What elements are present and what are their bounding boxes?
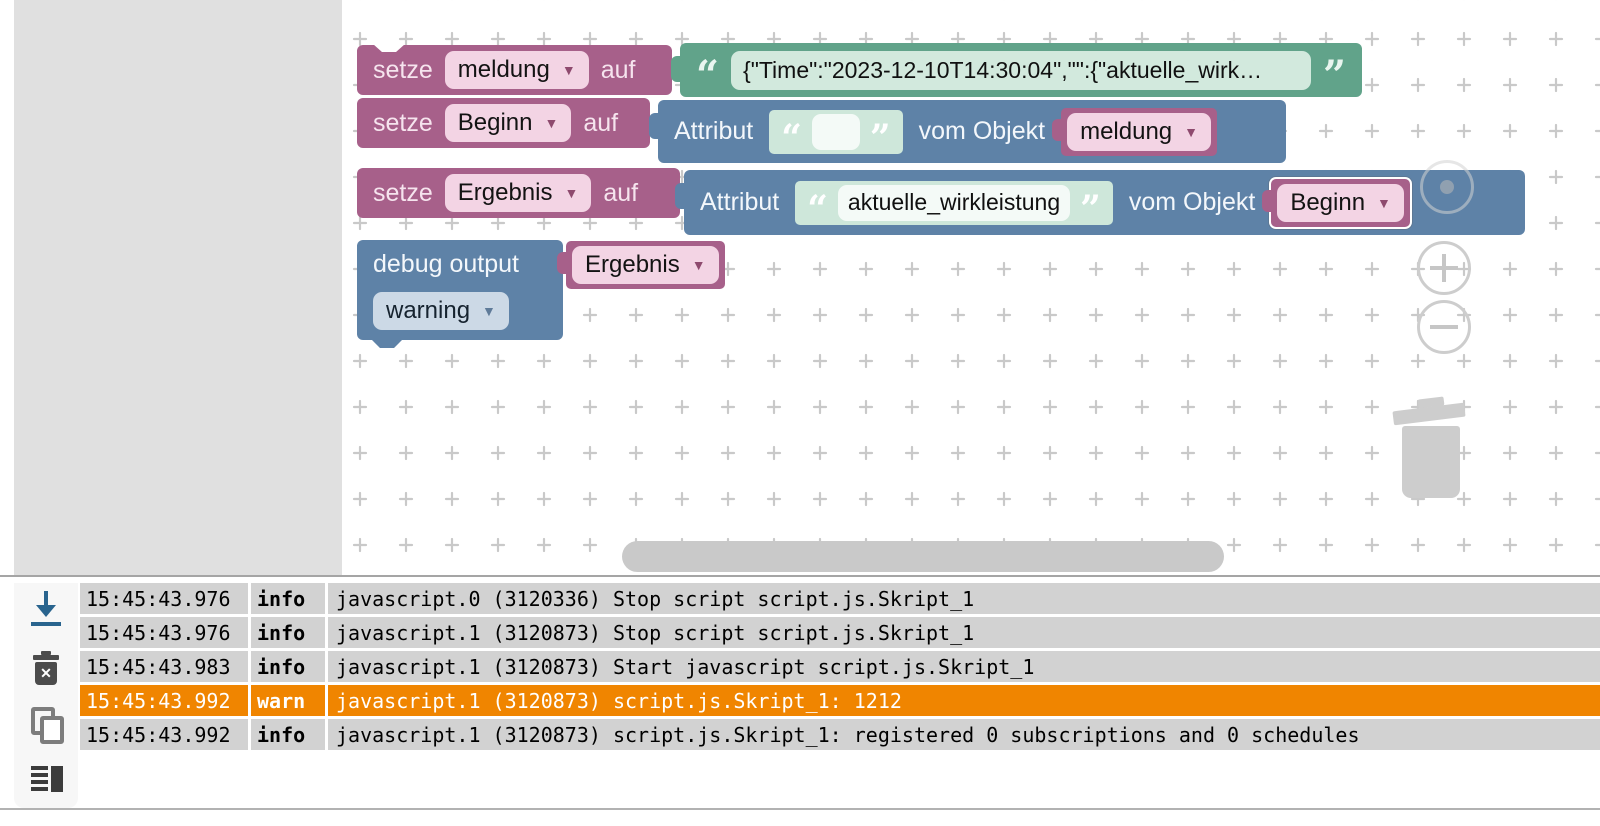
bottom-connector-bump xyxy=(371,339,403,348)
attribut-label: Attribut xyxy=(674,117,754,145)
log-message: javascript.0 (3120336) Stop script scrip… xyxy=(328,583,1600,614)
zoom-out-button[interactable] xyxy=(1417,300,1471,354)
variable-dropdown[interactable]: Ergebnis ▼ xyxy=(572,246,719,284)
horizontal-scrollbar[interactable] xyxy=(622,541,1224,572)
trash-lid xyxy=(1392,402,1466,426)
log-message: javascript.1 (3120873) Stop script scrip… xyxy=(328,617,1600,648)
log-row[interactable]: 15:45:43.976 info javascript.1 (3120873)… xyxy=(80,617,1600,648)
block-suffix: auf xyxy=(600,55,636,84)
block-get-attribute-2[interactable]: Attribut “ aktuelle_wirkleistung ” vom O… xyxy=(675,170,1525,235)
variable-dropdown-beginn[interactable]: Beginn ▼ xyxy=(444,104,572,142)
log-time: 15:45:43.983 xyxy=(80,651,248,682)
log-time: 15:45:43.976 xyxy=(80,617,248,648)
string-value-field[interactable]: {"Time":"2023-12-10T14:30:04","":{"aktue… xyxy=(731,50,1311,90)
variable-dropdown[interactable]: meldung ▼ xyxy=(1067,112,1211,151)
page-bottom-border xyxy=(0,808,1600,810)
block-set-variable-meldung[interactable]: setze meldung ▼ auf xyxy=(357,44,672,95)
zoom-in-button[interactable] xyxy=(1417,241,1471,295)
block-suffix: auf xyxy=(583,108,619,137)
block-keyword: setze xyxy=(373,55,433,84)
dropdown-arrow-icon: ▼ xyxy=(561,62,576,78)
block-debug-output[interactable]: debug output warning ▼ xyxy=(357,240,563,348)
block-keyword: setze xyxy=(373,178,433,207)
open-quote-icon: “ xyxy=(696,52,720,99)
log-message: javascript.1 (3120873) Start javascript … xyxy=(328,651,1600,682)
blockly-workspace[interactable]: setze meldung ▼ auf “ {"Time":"2023-12-1… xyxy=(0,0,1600,575)
open-quote-icon: “ xyxy=(781,116,802,159)
severity-dropdown[interactable]: warning ▼ xyxy=(373,292,509,331)
block-variable-ergebnis[interactable]: Ergebnis ▼ xyxy=(557,241,725,289)
workspace-log-divider xyxy=(0,575,1600,577)
block-set-variable-ergebnis[interactable]: setze Ergebnis ▼ auf xyxy=(357,168,680,218)
layout-icon[interactable] xyxy=(31,765,63,795)
string-value-field[interactable]: aktuelle_wirkleistung xyxy=(837,184,1071,221)
variable-dropdown[interactable]: Beginn ▼ xyxy=(1277,183,1404,222)
debug-label: debug output xyxy=(373,249,519,278)
log-toolbar: ✕ xyxy=(14,583,78,808)
block-get-attribute-1[interactable]: Attribut “ ” vom Objekt meldung ▼ xyxy=(649,100,1286,163)
download-log-icon[interactable] xyxy=(31,591,61,627)
vom-objekt-label: vom Objekt xyxy=(1128,188,1256,216)
block-string-attribute[interactable]: “ aktuelle_wirkleistung ” xyxy=(795,180,1113,230)
close-quote-icon: ” xyxy=(1080,187,1101,230)
dropdown-arrow-icon: ▼ xyxy=(544,115,559,131)
string-value-field[interactable] xyxy=(811,113,860,150)
trash-icon[interactable] xyxy=(1392,396,1468,500)
variable-dropdown-meldung[interactable]: meldung ▼ xyxy=(444,51,589,89)
log-time: 15:45:43.976 xyxy=(80,583,248,614)
block-variable-meldung[interactable]: meldung ▼ xyxy=(1052,107,1217,156)
dropdown-arrow-icon: ▼ xyxy=(1377,194,1391,211)
copy-log-icon[interactable] xyxy=(31,707,65,745)
variable-wrapper[interactable]: Ergebnis ▼ xyxy=(557,241,725,289)
dropdown-arrow-icon: ▼ xyxy=(691,257,706,273)
block-keyword: setze xyxy=(373,108,433,137)
log-message: javascript.1 (3120873) script.js.Skript_… xyxy=(328,685,1600,716)
log-level: info xyxy=(251,651,325,682)
log-message: javascript.1 (3120873) script.js.Skript_… xyxy=(328,719,1600,750)
center-view-button[interactable] xyxy=(1420,160,1474,214)
log-time: 15:45:43.992 xyxy=(80,719,248,750)
dropdown-arrow-icon: ▼ xyxy=(1184,123,1198,140)
block-suffix: auf xyxy=(603,178,639,207)
clear-log-icon[interactable]: ✕ xyxy=(31,651,61,687)
block-set-variable-beginn[interactable]: setze Beginn ▼ auf xyxy=(357,98,650,148)
log-level: info xyxy=(251,719,325,750)
log-row-warn-selected[interactable]: 15:45:43.992 warn javascript.1 (3120873)… xyxy=(80,685,1600,716)
log-panel: ✕ 15:45:43.976 info javascript.0 (312033… xyxy=(0,577,1600,808)
dropdown-arrow-icon: ▼ xyxy=(482,303,496,320)
open-quote-icon: “ xyxy=(807,187,828,230)
log-level: info xyxy=(251,617,325,648)
log-level: warn xyxy=(251,685,325,716)
trash-body xyxy=(1402,426,1460,498)
dropdown-arrow-icon: ▼ xyxy=(564,185,579,201)
block-string-empty[interactable]: “ ” xyxy=(769,109,903,159)
block-string-json[interactable]: “ {"Time":"2023-12-10T14:30:04","":{"akt… xyxy=(671,43,1362,99)
toolbox-flyout-panel xyxy=(14,0,342,575)
block-variable-beginn-selected[interactable]: Beginn ▼ xyxy=(1262,178,1410,227)
vom-objekt-label: vom Objekt xyxy=(918,117,1046,145)
log-level: info xyxy=(251,583,325,614)
log-row[interactable]: 15:45:43.983 info javascript.1 (3120873)… xyxy=(80,651,1600,682)
top-notch xyxy=(373,44,405,52)
variable-dropdown-ergebnis[interactable]: Ergebnis ▼ xyxy=(444,174,592,212)
close-quote-icon: ” xyxy=(1322,52,1346,99)
log-time: 15:45:43.992 xyxy=(80,685,248,716)
log-rows: 15:45:43.976 info javascript.0 (3120336)… xyxy=(80,583,1600,750)
log-row[interactable]: 15:45:43.976 info javascript.0 (3120336)… xyxy=(80,583,1600,614)
log-row[interactable]: 15:45:43.992 info javascript.1 (3120873)… xyxy=(80,719,1600,750)
close-quote-icon: ” xyxy=(869,116,891,159)
attribut-label: Attribut xyxy=(700,188,780,216)
